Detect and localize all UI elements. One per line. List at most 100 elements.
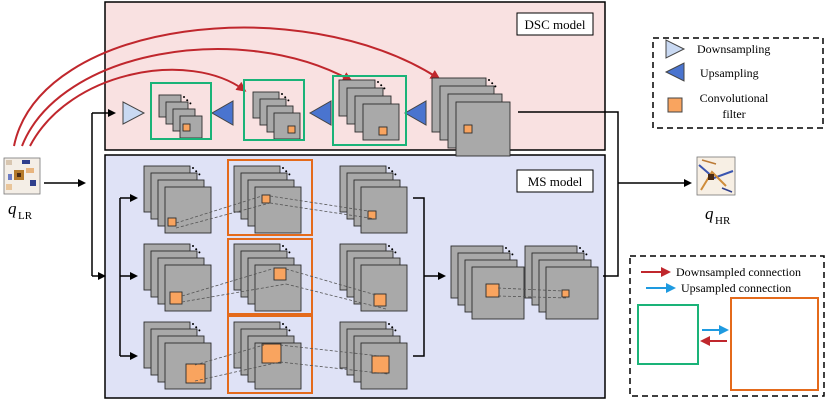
ellipsis-dot xyxy=(394,251,397,254)
ms-orange-box-3 xyxy=(227,315,313,394)
dsc-stack-1 xyxy=(158,94,203,139)
ellipsis-dot xyxy=(394,329,397,332)
ellipsis-dot xyxy=(582,250,585,253)
ellipsis-dot xyxy=(198,173,201,176)
conv-filter xyxy=(561,289,570,298)
conv-filter xyxy=(367,210,377,220)
ellipsis-dot xyxy=(494,85,497,88)
input-subscript: LR xyxy=(18,210,33,222)
ellipsis-dot xyxy=(282,245,284,247)
ellipsis-dot xyxy=(195,326,198,329)
ellipsis-dot xyxy=(195,248,198,251)
dsc-green-highlights xyxy=(150,75,407,146)
ellipsis-dot xyxy=(511,253,514,256)
ellipsis-dot xyxy=(287,99,290,102)
ellipsis-dot xyxy=(388,245,390,247)
ms-stack-3-3 xyxy=(339,321,408,390)
legend-top-frame xyxy=(652,37,824,129)
ellipsis-dot xyxy=(192,167,194,169)
legend-filter-icon xyxy=(667,97,683,113)
output-field-image xyxy=(696,156,736,196)
dash-line xyxy=(194,344,389,382)
feature-map xyxy=(273,112,301,140)
skip-arc-middle xyxy=(21,48,353,147)
ellipsis-dot xyxy=(198,329,201,332)
ellipsis-dot xyxy=(186,99,189,102)
ellipsis-dot xyxy=(192,245,194,247)
ellipsis-dot xyxy=(189,102,192,105)
ms-stack-3-2 xyxy=(233,321,302,390)
dsc-sampling-triangles xyxy=(122,100,427,126)
ms-merge-stack-2 xyxy=(524,245,599,320)
conv-filter xyxy=(371,355,390,374)
ellipsis-dot xyxy=(285,248,288,251)
dsc-stack-4 xyxy=(431,77,511,157)
output-symbol: q xyxy=(705,204,714,223)
ms-model-label: MS model xyxy=(528,174,583,189)
ms-stack-2-1 xyxy=(143,243,212,312)
legend-upsampling-label: Upsampling xyxy=(700,66,759,80)
ellipsis-dot xyxy=(585,253,588,256)
ellipsis-dot xyxy=(183,96,185,98)
legend-downsampling-label: Downsampling xyxy=(697,42,770,56)
legend-upsampling-icon xyxy=(664,62,685,82)
conv-filter xyxy=(373,293,387,307)
feature-map xyxy=(545,266,599,320)
ellipsis-dot xyxy=(288,329,291,332)
dsc-green-box-1 xyxy=(150,82,212,140)
ellipsis-dot xyxy=(285,170,288,173)
dsc-stack-2 xyxy=(252,91,301,140)
dash-line xyxy=(175,195,377,229)
feature-map xyxy=(360,186,408,234)
ellipsis-dot xyxy=(388,323,390,325)
legend-downsampled-label: Downsampled connection xyxy=(676,265,801,279)
ms-stack-2-3 xyxy=(339,243,408,312)
ellipsis-dot xyxy=(505,247,507,249)
ellipsis-dot xyxy=(383,87,386,90)
ellipsis-dot xyxy=(579,247,581,249)
dsc-skip-connections xyxy=(13,26,441,147)
conv-filter xyxy=(261,194,271,204)
conv-filter xyxy=(485,283,500,298)
conv-filter xyxy=(182,123,191,132)
ellipsis-dot xyxy=(508,250,511,253)
skip-arc-inner xyxy=(29,68,247,147)
ellipsis-dot xyxy=(377,81,379,83)
ms-orange-box-1 xyxy=(227,159,313,236)
conv-filter xyxy=(287,125,296,134)
ellipsis-dot xyxy=(391,248,394,251)
conv-filter xyxy=(169,291,183,305)
ms-merge-line xyxy=(413,197,425,357)
dsc-output-line xyxy=(518,111,619,277)
dsc-model-label: DSC model xyxy=(524,17,585,32)
skip-arc-outer xyxy=(13,26,441,147)
legend-upsampled-label: Upsampled connection xyxy=(681,281,791,295)
ellipsis-dot xyxy=(488,79,490,81)
dash-line xyxy=(497,287,569,299)
dsc-stack-3 xyxy=(338,79,400,141)
downsampling-triangle xyxy=(122,101,146,125)
input-symbol: q xyxy=(8,199,17,218)
ellipsis-dot xyxy=(284,96,287,99)
ellipsis-dot xyxy=(380,84,383,87)
conv-filter xyxy=(378,126,388,136)
conv-filter xyxy=(463,124,473,134)
ellipsis-dot xyxy=(394,173,397,176)
ellipsis-dot xyxy=(285,326,288,329)
upsampling-triangle-3 xyxy=(403,100,427,126)
legend-orange-box xyxy=(730,297,819,391)
conv-filter xyxy=(167,217,177,227)
ellipsis-dot xyxy=(195,170,198,173)
filter-correspondence-lines xyxy=(175,195,569,382)
ellipsis-dot xyxy=(388,167,390,169)
ms-stack-1-3 xyxy=(339,165,408,234)
input-field-image xyxy=(3,157,41,195)
legend-green-box xyxy=(637,304,699,365)
ellipsis-dot xyxy=(282,323,284,325)
ellipsis-dot xyxy=(192,323,194,325)
legend-filter-label-2: filter xyxy=(722,107,745,121)
dash-line xyxy=(181,268,387,310)
ellipsis-dot xyxy=(281,93,283,95)
